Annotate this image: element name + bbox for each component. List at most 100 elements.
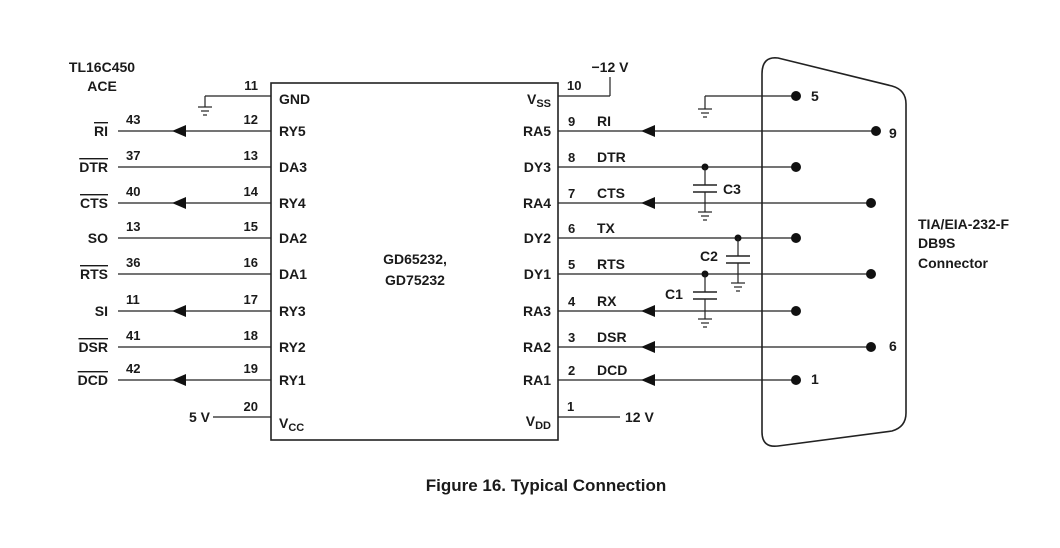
chip-pin-vss: VSS (527, 91, 551, 110)
line-signal-row: RA3 4 RX (523, 293, 801, 319)
signal-arrow (172, 305, 186, 317)
connector-pin-1: 1 (811, 371, 819, 387)
line-signal-name: DTR (597, 149, 626, 165)
signal-arrow (641, 125, 655, 137)
ace-pin-number: 43 (126, 112, 140, 127)
capacitor-c3 (693, 163, 717, 221)
chip-pin-label: RY5 (279, 123, 306, 139)
chip-pin-label: RY3 (279, 303, 306, 319)
ground-symbol (198, 106, 212, 116)
chip-pin-number: 3 (568, 330, 575, 345)
transceiver-chip (270, 82, 559, 441)
ace-title-line2: ACE (87, 78, 117, 94)
chip-pin-number: 17 (244, 292, 258, 307)
chip-pin-label: RY2 (279, 339, 306, 355)
line-signal-name: TX (597, 220, 616, 236)
chip-pin-number: 12 (244, 112, 258, 127)
capacitor-c3-label: C3 (723, 181, 741, 197)
chip-pin-number: 2 (568, 363, 575, 378)
chip-pin-label: RA1 (523, 372, 551, 388)
signal-arrow (641, 305, 655, 317)
signal-arrow (172, 374, 186, 386)
chip-pin-number: 7 (568, 186, 575, 201)
ace-signal-name: SO (88, 230, 108, 246)
connector-label-line1: TIA/EIA-232-F (918, 216, 1009, 232)
connector-pin-dot (866, 198, 876, 208)
capacitor-c2-label: C2 (700, 248, 718, 264)
ace-pin-number: 40 (126, 184, 140, 199)
connector-pin-dot (866, 269, 876, 279)
chip-pin-label: RY1 (279, 372, 306, 388)
ace-pin-number: 37 (126, 148, 140, 163)
line-signal-name: RI (597, 113, 611, 129)
ace-signal-name: DSR (78, 339, 108, 355)
chip-pin-label: RA4 (523, 195, 551, 211)
chip-pin-label: RA2 (523, 339, 551, 355)
connector-pin-5: 5 (811, 88, 819, 104)
chip-pin-number: 5 (568, 257, 575, 272)
connector-pin-dot (871, 126, 881, 136)
chip-pin-number: 8 (568, 150, 575, 165)
connector-pin-dot (791, 91, 801, 101)
chip-pin-number: 15 (244, 219, 258, 234)
ace-pin-number: 13 (126, 219, 140, 234)
chip-pin-number: 19 (244, 361, 258, 376)
chip-pin-number: 6 (568, 221, 575, 236)
chip-pin-number: 4 (568, 294, 576, 309)
capacitor-c1-label: C1 (665, 286, 683, 302)
chip-pin-num-10: 10 (567, 78, 581, 93)
signal-arrow (172, 125, 186, 137)
chip-pin-vcc: VCC (279, 415, 304, 434)
chip-pin-label: RY4 (279, 195, 306, 211)
line-signal-name: RX (597, 293, 617, 309)
chip-pin-number: 18 (244, 328, 258, 343)
chip-pin-label: DY1 (524, 266, 551, 282)
chip-pin-label: DA3 (279, 159, 307, 175)
line-signal-name: DCD (597, 362, 627, 378)
signal-arrow (641, 341, 655, 353)
signal-arrow (641, 197, 655, 209)
neg-supply-label: −12 V (592, 59, 630, 75)
connector-label-line2: DB9S (918, 235, 955, 251)
db9-connector-body (761, 57, 907, 448)
chip-pin-num-1: 1 (567, 399, 574, 414)
figure-caption: Figure 16. Typical Connection (426, 476, 667, 495)
chip-name-line1: GD65232, (383, 251, 447, 267)
chip-pin-label: DA2 (279, 230, 307, 246)
connector-pin-6: 6 (889, 338, 897, 354)
ace-title-line1: TL16C450 (69, 59, 135, 75)
chip-pin-label: RA5 (523, 123, 551, 139)
connector-pin-dot (791, 306, 801, 316)
connector-pin-dot (791, 162, 801, 172)
chip-name-line2: GD75232 (385, 272, 445, 288)
connector-label-line3: Connector (918, 255, 989, 271)
ace-pin-number: 42 (126, 361, 140, 376)
chip-pin-label: RA3 (523, 303, 551, 319)
chip-pin-num-20: 20 (244, 399, 258, 414)
ace-pin-number: 11 (126, 292, 140, 307)
ace-signal-name: DTR (79, 159, 108, 175)
chip-pin-number: 16 (244, 255, 258, 270)
ground-symbol (698, 108, 712, 118)
connector-pin-dot (791, 233, 801, 243)
capacitor-c2 (726, 234, 750, 292)
ace-signal-name: SI (95, 303, 108, 319)
chip-pin-vdd: VDD (526, 413, 551, 432)
chip-pin-number: 13 (244, 148, 258, 163)
ace-signal-name: DCD (78, 372, 108, 388)
